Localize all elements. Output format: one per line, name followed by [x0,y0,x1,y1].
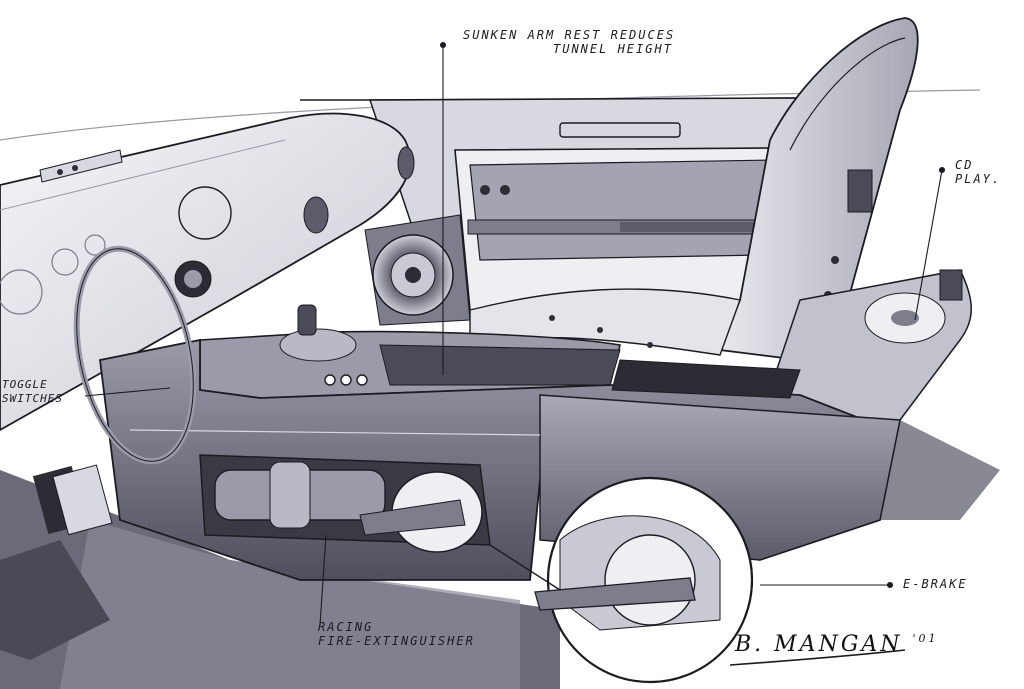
signature-year: '01 [912,632,939,645]
annotation-line: CD [955,158,974,172]
racing-seat [469,17,919,361]
annotation-e-brake: E-BRAKE [903,577,968,591]
center-console [199,304,621,399]
annotation-toggle-switches: TOGGLE SWITCHES [2,378,63,406]
annotation-line: RACING [318,620,374,634]
steering-wheel [73,245,197,465]
leader-lines [84,41,946,626]
dashboard [0,112,415,432]
signature-underline [729,649,906,666]
rear-bulkhead [368,97,801,311]
artist-signature: B. MANGAN '01 [735,632,939,657]
annotation-line: SWITCHES [2,392,63,405]
annotation-cd-player: CD PLAY. [955,158,1001,186]
annotation-line: PLAY. [955,172,1002,186]
annotation-line: SUNKEN ARM REST REDUCES [463,28,676,42]
annotation-line: TUNNEL HEIGHT [553,42,673,56]
e-brake-detail [489,476,754,684]
annotation-line: TOGGLE [2,378,48,391]
pedals [32,464,113,536]
annotation-fire-extinguisher: RACING FIRE-EXTINGUISHER [318,620,475,648]
annotation-sunken-armrest: SUNKEN ARM REST REDUCES TUNNEL HEIGHT [463,28,675,56]
signature-name: B. MANGAN [735,632,903,657]
fire-extinguisher [199,454,491,553]
speaker [364,214,471,326]
annotation-line: FIRE-EXTINGUISHER [318,634,475,648]
